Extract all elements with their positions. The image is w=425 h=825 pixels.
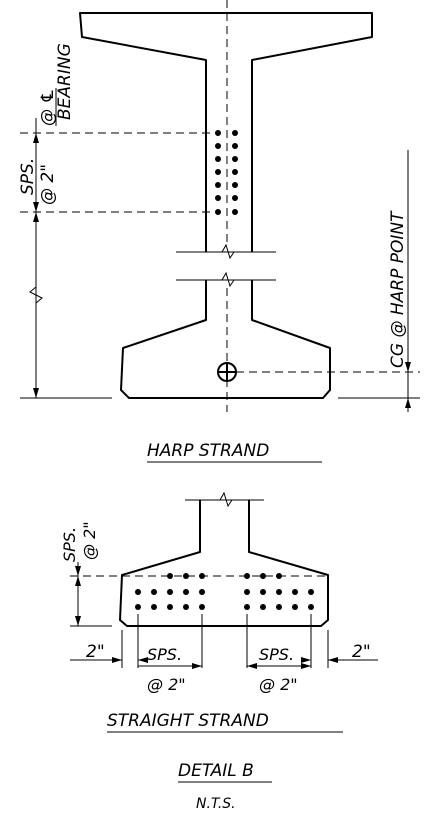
cg-symbol xyxy=(217,362,237,382)
bottom-flange-outline xyxy=(119,500,329,627)
spacing-2in-label: @ 2" xyxy=(80,521,99,560)
girder-bottom-outline xyxy=(120,280,331,399)
spacing-label: SPS. xyxy=(60,527,79,562)
left-spacing-label: SPS. xyxy=(147,645,182,664)
detail-title-block: DETAIL B N.T.S. xyxy=(178,761,272,812)
left-spacing-2in-label: @ 2" xyxy=(147,675,186,694)
at-centerline-label: @ ℄ xyxy=(38,88,58,126)
break-symbol xyxy=(221,243,235,260)
harp-strand-section: SPS. @ ℄ BEARING @ 2" CG @ HARP POINT HA… xyxy=(18,0,420,463)
dimension-break xyxy=(29,286,43,304)
detail-title: DETAIL B xyxy=(178,761,254,781)
girder-top-outline xyxy=(79,12,373,252)
spacing-label: SPS. xyxy=(18,158,38,195)
left-cover-label: 2" xyxy=(86,642,105,662)
break-symbol xyxy=(219,491,233,508)
scale-note: N.T.S. xyxy=(196,796,236,812)
bearing-label: BEARING xyxy=(55,43,75,120)
straight-strand-title: STRAIGHT STRAND xyxy=(107,711,269,731)
right-cover-label: 2" xyxy=(352,642,371,662)
spacing-2in-label: @ 2" xyxy=(38,164,58,205)
break-symbol xyxy=(221,271,235,288)
harp-strand-title: HARP STRAND xyxy=(147,441,269,461)
cg-harp-label: CG @ HARP POINT xyxy=(388,210,408,368)
right-spacing-label: SPS. xyxy=(259,645,294,664)
right-spacing-2in-label: @ 2" xyxy=(259,675,298,694)
harp-strand-group xyxy=(215,130,238,215)
straight-strand-group xyxy=(135,573,314,610)
straight-strand-section: SPS. @ 2" 2" SPS. @ 2" SPS. @ 2" 2" STRA… xyxy=(60,491,378,733)
